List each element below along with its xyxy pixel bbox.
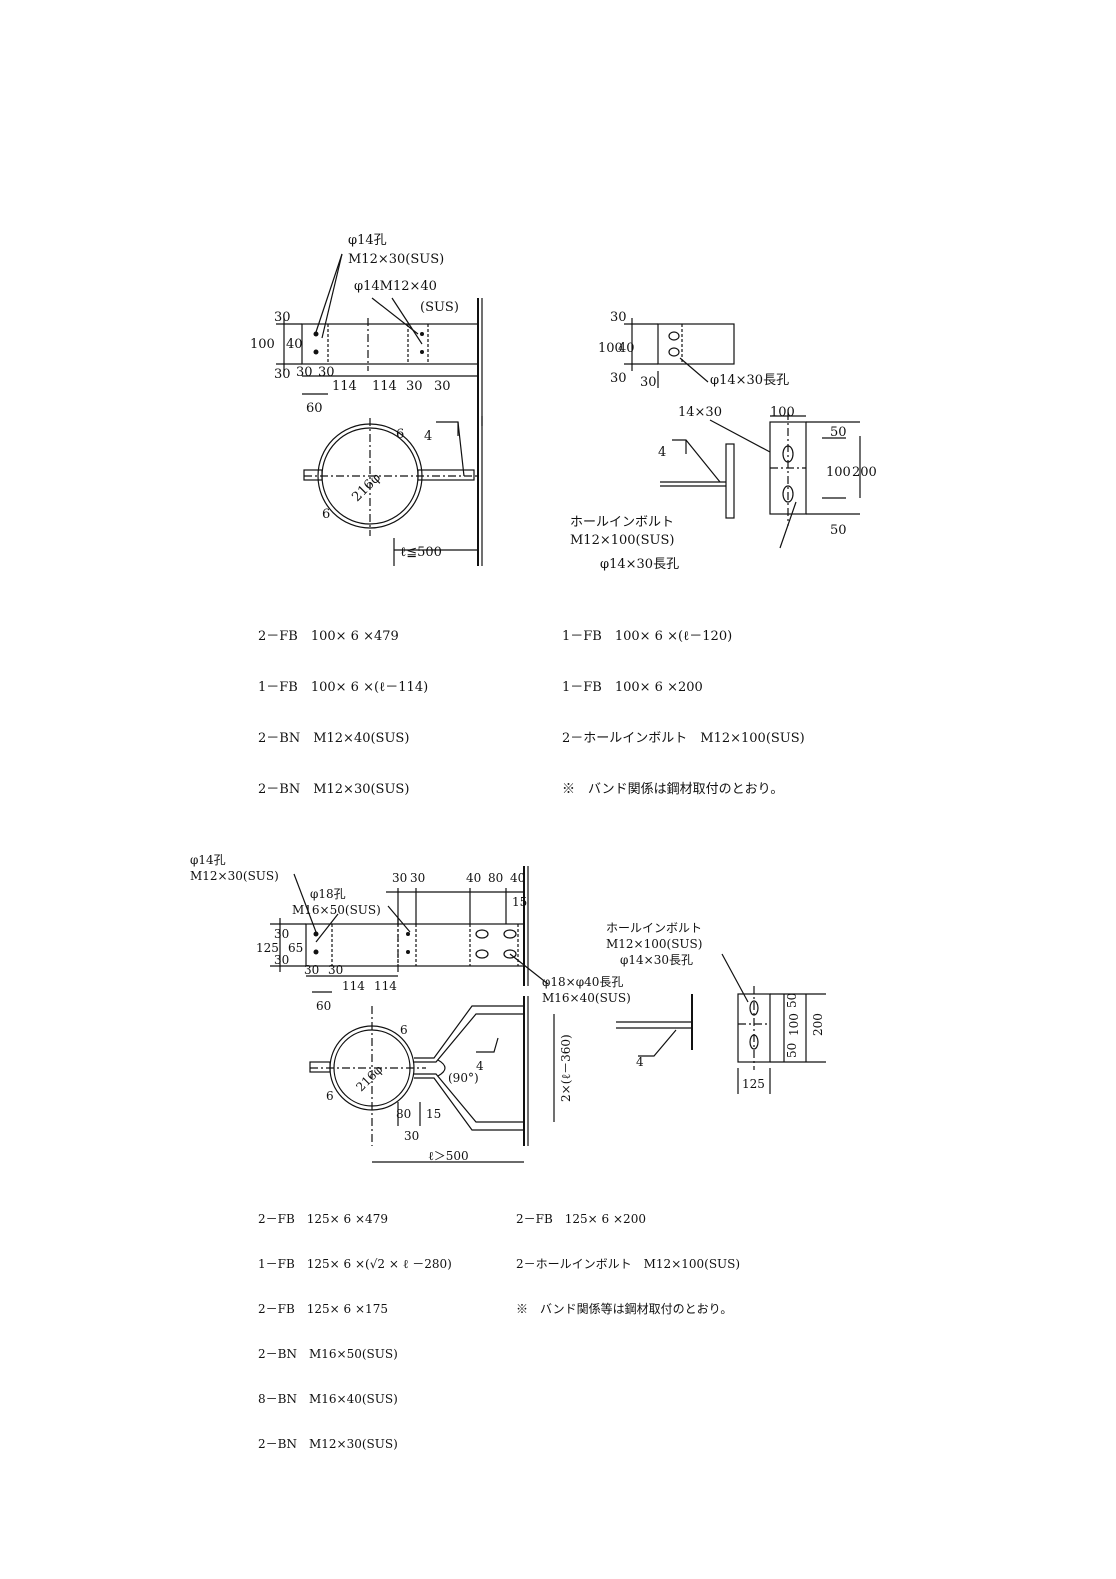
fig2-bolt16-label: M16×50(SUS) — [292, 903, 381, 917]
parts-line: ※ バンド関係は鋼材取付のとおり。 — [562, 782, 784, 797]
fig2-d60: 60 — [316, 999, 331, 1013]
fig2-d15: 15 — [426, 1107, 441, 1121]
fig1r-h50b: 50 — [830, 523, 847, 538]
fig1-t6b: 6 — [322, 507, 330, 522]
fig2-t6a: 6 — [400, 1023, 408, 1037]
fig2r-w125: 125 — [742, 1077, 765, 1091]
fig2-d30b: 30 — [274, 953, 289, 967]
parts-line: 2－BN M12×40(SUS) — [258, 731, 410, 746]
fig1-t6a: 6 — [396, 427, 404, 442]
fig1r-h50a: 50 — [830, 425, 847, 440]
fig2-hole18-label: φ18孔 — [310, 887, 346, 901]
fig1r-width-100: 100 — [770, 405, 795, 420]
parts-line: 2－FB 125× 6 ×479 — [258, 1212, 388, 1226]
parts-line: 2－BN M12×30(SUS) — [258, 782, 410, 797]
fig1-dim-30a: 30 — [274, 310, 291, 325]
parts-line: 2－FB 125× 6 ×200 — [516, 1212, 646, 1226]
parts-line: 1－FB 100× 6 ×(ℓ－120) — [562, 629, 733, 644]
fig2-hole-label: φ14孔 — [190, 853, 226, 867]
fig1-dim-30b: 30 — [274, 367, 291, 382]
fig2-right-parts-list: 2－FB 125× 6 ×200 2－ホールインボルト M12×100(SUS)… — [516, 1182, 740, 1332]
fig2-vert-label: 2×(ℓ－360) — [559, 1034, 573, 1102]
fig1r-dim-30c: 30 — [640, 375, 657, 390]
fig1r-dim-40: 40 — [618, 341, 635, 356]
fig2-d125: 125 — [256, 941, 279, 955]
fig2r-anchor-label: ホールインボルト — [606, 921, 702, 935]
fig2-t30b: 30 — [410, 871, 425, 885]
parts-line: 2－FB 100× 6 ×479 — [258, 629, 399, 644]
fig1-dim-30f: 30 — [434, 379, 451, 394]
fig2-diam-label: 216φ — [353, 1062, 385, 1094]
fig2-weld-4: 4 — [476, 1059, 484, 1073]
fig2-d30d: 30 — [328, 963, 343, 977]
fig1-weld-4: 4 — [424, 429, 432, 444]
parts-line: 2－BN M12×30(SUS) — [258, 1437, 398, 1451]
fig1-dim-60: 60 — [306, 401, 323, 416]
figure-2-drawing: φ14孔 M12×30(SUS) φ18孔 M16×50(SUS) 30 30 … — [176, 846, 852, 1276]
parts-line: 2－FB 125× 6 ×175 — [258, 1302, 388, 1316]
fig1r-h100: 100 — [826, 465, 851, 480]
fig2-bolt1-label: M12×30(SUS) — [190, 869, 279, 883]
fig2r-h50b: 50 — [785, 1043, 799, 1058]
parts-line: 1－FB 100× 6 ×200 — [562, 680, 703, 695]
fig2-angle-label: (90°) — [448, 1071, 479, 1085]
fig1r-dim-30a: 30 — [610, 310, 627, 325]
parts-line: 1－FB 125× 6 ×(√2 × ℓ －280) — [258, 1257, 452, 1271]
fig2r-h200: 200 — [811, 1013, 825, 1036]
fig2-bolt40-label: M16×40(SUS) — [542, 991, 631, 1005]
fig1-dim-114b: 114 — [372, 379, 397, 394]
fig2-t40b: 40 — [510, 871, 525, 885]
fig1-dim-30e: 30 — [406, 379, 423, 394]
fig1-hole-label: φ14孔 — [348, 233, 387, 248]
fig2-d30a: 30 — [274, 927, 289, 941]
fig2-d80: 80 — [396, 1107, 411, 1121]
fig2-t80: 80 — [488, 871, 503, 885]
fig2-t30a: 30 — [392, 871, 407, 885]
fig1r-weld-4: 4 — [658, 445, 666, 460]
fig1r-h200: 200 — [852, 465, 877, 480]
fig2r-slot-label: φ14×30長孔 — [620, 953, 693, 967]
figure-1-left-drawing: φ14孔 M12×30(SUS) φ14M12×40 (SUS) 100 30 … — [232, 226, 494, 668]
fig1r-anchor-label: ホールインボルト — [570, 515, 674, 530]
fig2-d30e: 30 — [404, 1129, 419, 1143]
fig2-d114b: 114 — [374, 979, 397, 993]
parts-line: 2－BN M16×50(SUS) — [258, 1347, 398, 1361]
fig2r-h50a: 50 — [785, 993, 799, 1008]
parts-line: ※ バンド関係等は鋼材取付のとおり。 — [516, 1302, 733, 1316]
fig2r-weld-4: 4 — [636, 1055, 644, 1069]
parts-line: 2－ホールインボルト M12×100(SUS) — [562, 731, 805, 746]
fig1-dim-30c: 30 — [296, 365, 313, 380]
fig1-dim-40: 40 — [286, 337, 303, 352]
parts-line: 8－BN M16×40(SUS) — [258, 1392, 398, 1406]
figure-1-right-drawing: 30 100 40 30 30 φ14×30長孔 14×30 100 50 10… — [560, 226, 888, 668]
fig1r-dim-100: 100 — [598, 341, 623, 356]
fig1-dim-100: 100 — [250, 337, 275, 352]
fig2-left-parts-list: 2－FB 125× 6 ×479 1－FB 125× 6 ×(√2 × ℓ －2… — [258, 1182, 452, 1467]
fig2-t40: 40 — [466, 871, 481, 885]
fig2-t15: 15 — [512, 895, 527, 909]
fig2-d30c: 30 — [304, 963, 319, 977]
fig1r-dim-30b: 30 — [610, 371, 627, 386]
fig2-d114a: 114 — [342, 979, 365, 993]
fig1-dim-114a: 114 — [332, 379, 357, 394]
fig1-left-parts-list: 2－FB 100× 6 ×479 1－FB 100× 6 ×(ℓ－114) 2－… — [258, 594, 428, 815]
fig2r-anchor-spec: M12×100(SUS) — [606, 937, 702, 951]
fig1-length-label: ℓ≦500 — [400, 545, 442, 560]
fig1r-anchor-spec: M12×100(SUS) — [570, 533, 674, 548]
fig1r-slot2-label: 14×30 — [678, 405, 722, 420]
fig2-d65: 65 — [288, 941, 303, 955]
fig1-bolt2-label: φ14M12×40 — [354, 279, 437, 294]
fig1-right-parts-list: 1－FB 100× 6 ×(ℓ－120) 1－FB 100× 6 ×200 2－… — [562, 594, 805, 815]
fig2-length-label: ℓ＞500 — [428, 1149, 469, 1163]
fig1-dim-30d: 30 — [318, 365, 335, 380]
fig2-t6b: 6 — [326, 1089, 334, 1103]
fig1r-slot3-label: φ14×30長孔 — [600, 557, 679, 572]
parts-line: 1－FB 100× 6 ×(ℓ－114) — [258, 680, 429, 695]
fig1-bolt1-label: M12×30(SUS) — [348, 252, 444, 267]
fig1r-slot-label: φ14×30長孔 — [710, 373, 789, 388]
fig1-bolt2-sus-label: (SUS) — [420, 300, 459, 315]
parts-line: 2－ホールインボルト M12×100(SUS) — [516, 1257, 741, 1271]
fig2r-h100: 100 — [787, 1013, 801, 1036]
fig2-slot-label: φ18×φ40長孔 — [542, 975, 623, 989]
